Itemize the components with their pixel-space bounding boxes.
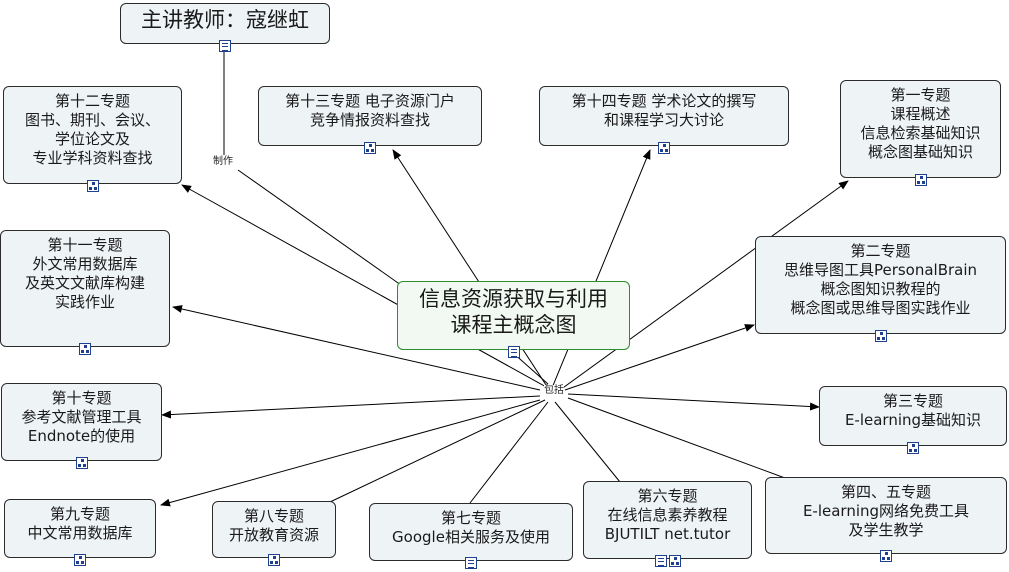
link-to-t1 bbox=[559, 180, 849, 391]
concept-map-icon[interactable] bbox=[75, 457, 88, 469]
link-to-t10 bbox=[161, 395, 541, 419]
topic-node-7[interactable]: 第七专题 Google相关服务及使用 bbox=[369, 503, 573, 569]
topic-2-line: 概念图知识教程的 bbox=[820, 280, 941, 298]
topic-node-9[interactable]: 第九专题 中文常用数据库 bbox=[4, 499, 156, 566]
topic-8-line: 开放教育资源 bbox=[228, 526, 319, 544]
topic-node-4-5[interactable]: 第四、五专题 E-learning网络免费工具 及学生教学 bbox=[765, 477, 1007, 562]
link-to-t9 bbox=[160, 399, 541, 507]
topic-6-line: BJUTILT net.tutor bbox=[604, 525, 731, 543]
topic-node-6[interactable]: 第六专题 在线信息素养教程 BJUTILT net.tutor bbox=[583, 481, 752, 567]
concept-map-icon[interactable] bbox=[268, 554, 280, 566]
topic-4-5-line: 第四、五专题 bbox=[840, 483, 931, 501]
topic-1-line: 课程概述 bbox=[890, 105, 951, 123]
topic-node-2[interactable]: 第二专题 思维导图工具PersonalBrain 概念图知识教程的 概念图或思维… bbox=[755, 236, 1006, 342]
topic-1-line: 概念图基础知识 bbox=[867, 143, 973, 161]
topic-13-line: 第十三专题 电子资源门户 bbox=[285, 92, 455, 110]
concept-map-icon[interactable] bbox=[907, 442, 919, 454]
topic-node-11[interactable]: 第十一专题 外文常用数据库 及英文文献库构建 实践作业 bbox=[0, 230, 170, 355]
concept-map-icon[interactable] bbox=[874, 330, 887, 342]
topic-6-line: 在线信息素养教程 bbox=[607, 506, 728, 524]
note-icon[interactable] bbox=[465, 557, 477, 569]
link-to-t2 bbox=[564, 324, 755, 391]
topic-4-5-line: 及学生教学 bbox=[848, 521, 924, 539]
center-concept-node[interactable]: 信息资源获取与利用 课程主概念图 bbox=[397, 281, 630, 358]
topic-10-line: 第十专题 bbox=[51, 389, 112, 407]
topic-12-line: 图书、期刊、会议、 bbox=[24, 111, 160, 129]
topic-6-line: 第六专题 bbox=[637, 487, 698, 505]
topic-10-line: Endnote的使用 bbox=[27, 427, 136, 445]
topic-12-line: 专业学科资料查找 bbox=[32, 149, 153, 167]
topic-11-line: 外文常用数据库 bbox=[32, 255, 138, 273]
topic-9-line: 第九专题 bbox=[49, 505, 110, 523]
topic-node-8[interactable]: 第八专题 开放教育资源 bbox=[212, 501, 336, 566]
concept-map-icon[interactable] bbox=[79, 343, 91, 355]
includes-label: 包括 bbox=[544, 385, 564, 397]
topic-2-line: 第二专题 bbox=[850, 242, 911, 260]
link-to-t6 bbox=[554, 401, 621, 483]
topic-node-12[interactable]: 第十二专题 图书、期刊、会议、 学位论文及 专业学科资料查找 bbox=[3, 86, 182, 192]
concept-map-icon[interactable] bbox=[914, 174, 927, 186]
center-title-line2: 课程主概念图 bbox=[450, 313, 577, 337]
topic-node-13[interactable]: 第十三专题 电子资源门户 竞争情报资料查找 bbox=[258, 86, 482, 154]
topic-12-line: 学位论文及 bbox=[54, 130, 130, 148]
note-icon[interactable] bbox=[507, 346, 520, 358]
link-to-t3 bbox=[567, 393, 820, 411]
concept-map-icon[interactable] bbox=[658, 142, 670, 154]
center-title-line1: 信息资源获取与利用 bbox=[419, 287, 608, 311]
topic-1-line: 信息检索基础知识 bbox=[860, 124, 981, 142]
topic-12-line: 第十二专题 bbox=[54, 92, 130, 110]
topic-13-line: 竞争情报资料查找 bbox=[309, 111, 430, 129]
link-to-t11 bbox=[172, 305, 541, 391]
link-to-t8 bbox=[329, 399, 546, 503]
topic-node-10[interactable]: 第十专题 参考文献管理工具 Endnote的使用 bbox=[1, 383, 162, 469]
topic-3-line: 第三专题 bbox=[882, 392, 943, 410]
topic-11-line: 第十一专题 bbox=[47, 236, 123, 254]
topic-11-line: 及英文文献库构建 bbox=[24, 274, 145, 292]
teacher-node[interactable]: 主讲教师：寇继虹 bbox=[120, 3, 330, 52]
topic-node-3[interactable]: 第三专题 E-learning基础知识 bbox=[819, 386, 1007, 454]
note-icon[interactable] bbox=[219, 40, 231, 52]
made-by-label: 制作 bbox=[213, 156, 233, 168]
teacher-text: 主讲教师：寇继虹 bbox=[141, 8, 309, 32]
topic-4-5-line: E-learning网络免费工具 bbox=[802, 502, 970, 520]
link-made-by-center bbox=[237, 169, 409, 291]
concept-map-icon[interactable] bbox=[880, 550, 892, 562]
topic-node-1[interactable]: 第一专题 课程概述 信息检索基础知识 概念图基础知识 bbox=[840, 80, 1001, 186]
topic-7-line: 第七专题 bbox=[440, 509, 501, 527]
topic-3-line: E-learning基础知识 bbox=[844, 411, 982, 429]
concept-map-icon[interactable] bbox=[364, 142, 376, 154]
topic-7-line: Google相关服务及使用 bbox=[392, 528, 550, 546]
topic-14-line: 和课程学习大讨论 bbox=[603, 111, 724, 129]
topic-node-14[interactable]: 第十四专题 学术论文的撰写 和课程学习大讨论 bbox=[539, 86, 789, 154]
topic-9-line: 中文常用数据库 bbox=[27, 524, 133, 542]
topic-14-line: 第十四专题 学术论文的撰写 bbox=[571, 92, 757, 110]
topic-10-line: 参考文献管理工具 bbox=[21, 408, 142, 426]
topic-2-line: 概念图或思维导图实践作业 bbox=[790, 299, 971, 317]
topic-8-line: 第八专题 bbox=[243, 507, 304, 525]
link-to-t7 bbox=[469, 401, 549, 504]
note-icon[interactable] bbox=[654, 555, 667, 567]
concept-map-icon[interactable] bbox=[668, 555, 681, 567]
link-to-t45 bbox=[567, 397, 786, 479]
concept-map-icon[interactable] bbox=[86, 180, 99, 192]
concept-map-icon[interactable] bbox=[74, 554, 86, 566]
link-to-t12 bbox=[181, 184, 549, 389]
topic-11-line: 实践作业 bbox=[54, 293, 115, 311]
topic-1-line: 第一专题 bbox=[890, 86, 951, 104]
topic-2-line: 思维导图工具PersonalBrain bbox=[783, 261, 978, 279]
